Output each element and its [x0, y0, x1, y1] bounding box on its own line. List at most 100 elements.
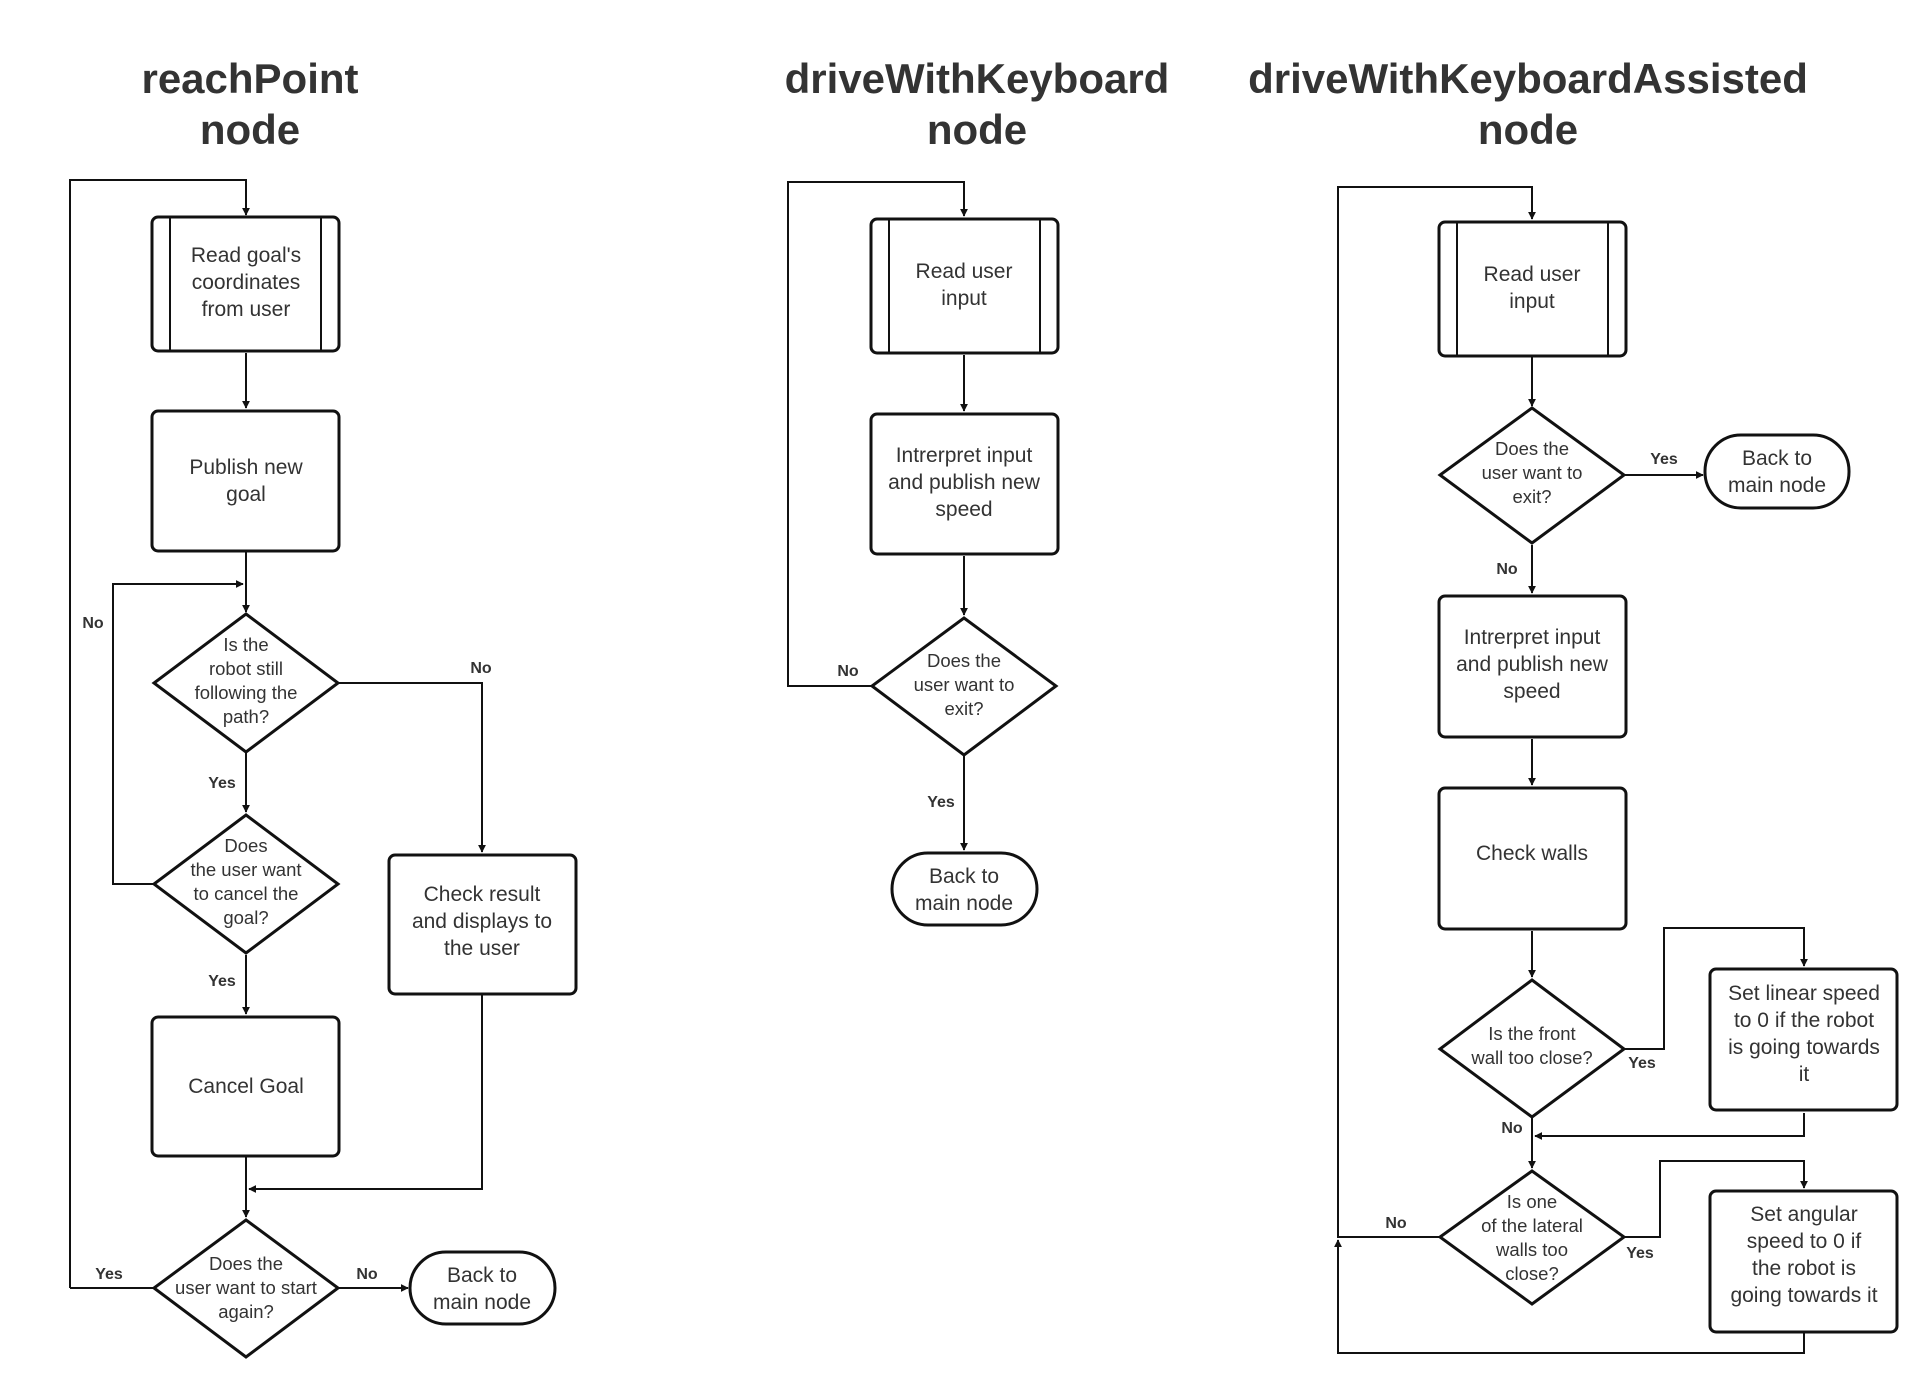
terminal-shape: [408, 1250, 557, 1326]
publish-goal-box: Publish new goal: [150, 409, 341, 553]
node-text-line: Read goal's: [191, 244, 301, 267]
edge-restart-loop: [69, 179, 250, 1288]
node-text-line: goal: [226, 483, 266, 506]
node-text-line: and publish new: [1456, 653, 1609, 676]
node-text-line: to 0 if the robot: [1734, 1009, 1874, 1032]
process-box: [869, 412, 1060, 556]
title-drive-with-keyboard-assisted: driveWithKeyboardAssisted node: [1248, 55, 1808, 153]
node-text-line: user want to: [1482, 462, 1583, 483]
edge-label-yes: Yes: [1626, 1245, 1654, 1262]
edge-cancel-no-loop: [112, 580, 244, 885]
node-text-line: the user want: [190, 859, 301, 880]
node-text-line: the robot is: [1752, 1257, 1856, 1280]
node-text-line: Does: [224, 835, 267, 856]
node-text-line: Intrerpret input: [896, 444, 1033, 467]
node-text-line: Is the: [223, 634, 268, 655]
reach-point-flow: Read goal's coordinates from user Publis…: [69, 179, 578, 1359]
terminal-shape: [890, 851, 1039, 927]
node-text-line: input: [941, 287, 987, 310]
node-text-line: Intrerpret input: [1464, 626, 1601, 649]
read-user-input-process: Read user input: [869, 217, 1060, 355]
drive-with-keyboard-assisted-flow: Read user input Does the user want to ex…: [1334, 186, 1899, 1354]
node-text-line: input: [1509, 290, 1555, 313]
node-text-line: Does the: [1495, 438, 1569, 459]
decision-still-following: Is the robot still following the path?: [151, 612, 341, 754]
process-box: [150, 1015, 341, 1158]
terminal-shape: [1703, 433, 1851, 510]
edge-label-no: No: [1501, 1120, 1523, 1137]
node-text-line: Publish new: [189, 456, 303, 479]
process-box: [387, 853, 578, 996]
set-angular-speed-box: Set angular speed to 0 if the robot is g…: [1708, 1189, 1899, 1334]
decision-exit: Does the user want to exit?: [1437, 406, 1627, 545]
edge-label-no: No: [356, 1266, 378, 1283]
edge-check-to-again: [248, 995, 483, 1193]
edge-label-no: No: [82, 615, 104, 632]
node-text-line: and displays to: [412, 910, 552, 933]
node-text-line: Does the: [927, 650, 1001, 671]
interpret-input-box: Intrerpret input and publish new speed: [869, 412, 1060, 556]
edge-label-yes: Yes: [1650, 451, 1678, 468]
read-user-input-process: Read user input: [1437, 220, 1628, 358]
title-line-2: node: [927, 106, 1027, 153]
node-text-line: Check result: [424, 883, 541, 906]
node-text-line: from user: [202, 298, 291, 321]
decision-start-again: Does the user want to start again?: [151, 1218, 341, 1359]
process-box: [869, 217, 1060, 355]
edge-exit-no-loop: [787, 181, 968, 687]
decision-diamond: [1437, 406, 1627, 545]
edge-label-yes: Yes: [927, 794, 955, 811]
process-box: [1437, 786, 1628, 931]
node-text-line: speed: [935, 498, 992, 521]
node-text-line: exit?: [1512, 486, 1551, 507]
node-text-line: goal?: [223, 907, 268, 928]
title-reach-point: reachPoint node: [141, 55, 358, 153]
node-text-line: user want to: [914, 674, 1015, 695]
process-box: [1708, 967, 1899, 1112]
edge-label-yes: Yes: [1628, 1055, 1656, 1072]
title-drive-with-keyboard: driveWithKeyboard node: [785, 55, 1170, 153]
node-text-line: main node: [915, 892, 1013, 915]
edge-label-yes: Yes: [208, 775, 236, 792]
title-line-1: reachPoint: [141, 55, 358, 102]
node-text-line: Cancel Goal: [188, 1075, 304, 1098]
title-line-1: driveWithKeyboard: [785, 55, 1170, 102]
decision-front-wall: Is the front wall too close?: [1437, 978, 1627, 1119]
check-walls-box: Check walls: [1437, 786, 1628, 931]
drive-with-keyboard-flow: Read user input Intrerpret input and pub…: [787, 181, 1060, 927]
edge-label-no: No: [837, 663, 859, 680]
node-text-line: following the: [195, 682, 298, 703]
node-text-line: Read user: [1484, 263, 1581, 286]
terminal-back-to-main: Back to main node: [890, 851, 1039, 927]
node-text-line: speed to 0 if: [1747, 1230, 1862, 1253]
node-text-line: is going towards: [1728, 1036, 1880, 1059]
decision-diamond: [1437, 978, 1627, 1119]
node-text-line: Read user: [916, 260, 1013, 283]
node-text-line: Check walls: [1476, 842, 1588, 865]
node-text-line: wall too close?: [1470, 1047, 1592, 1068]
node-text-line: Is the front: [1488, 1023, 1575, 1044]
node-text-line: Does the: [209, 1253, 283, 1274]
title-line-2: node: [200, 106, 300, 153]
node-text-line: going towards it: [1730, 1284, 1877, 1307]
decision-exit: Does the user want to exit?: [869, 616, 1059, 757]
terminal-back-to-main: Back to main node: [1703, 433, 1851, 510]
check-result-box: Check result and displays to the user: [387, 853, 578, 996]
decision-diamond: [151, 1218, 341, 1359]
edge-linear-to-lateral: [1534, 1113, 1805, 1140]
process-box: [1437, 594, 1628, 739]
title-line-1: driveWithKeyboardAssisted: [1248, 55, 1808, 102]
decision-cancel-goal: Does the user want to cancel the goal?: [151, 813, 341, 955]
node-text-line: main node: [433, 1291, 531, 1314]
edge-lateral-yes: [1624, 1160, 1808, 1238]
node-text-line: again?: [218, 1301, 274, 1322]
decision-diamond: [1437, 1169, 1627, 1306]
node-text-line: main node: [1728, 474, 1826, 497]
edge-label-no: No: [1496, 561, 1518, 578]
process-box: [150, 409, 341, 553]
node-text-line: to cancel the: [194, 883, 299, 904]
edge-following-no: [338, 682, 486, 853]
terminal-back-to-main: Back to main node: [408, 1250, 557, 1326]
node-text-line: Back to: [447, 1264, 517, 1287]
edge-lateral-no-loop: [1337, 186, 1536, 1238]
